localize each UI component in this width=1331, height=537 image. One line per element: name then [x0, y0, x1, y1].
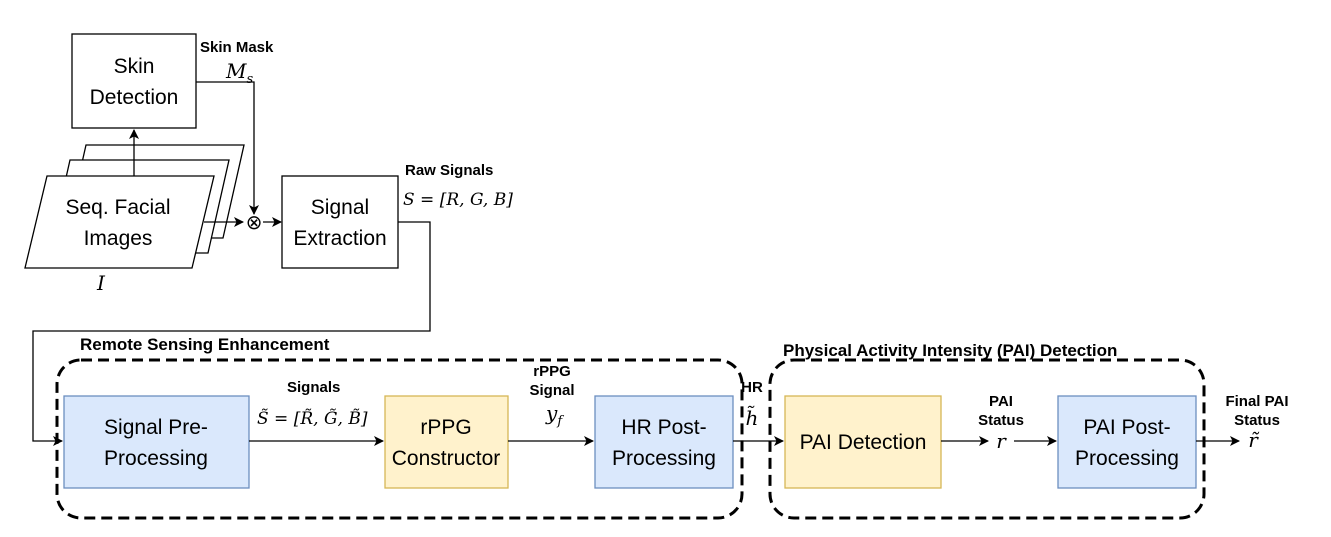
pai-status-line2: Status [978, 412, 1024, 429]
pai-status-symbol: r [996, 429, 1007, 453]
skin-detection-line2: Detection [90, 86, 179, 109]
skin-detection-box [71, 33, 197, 129]
rppg-signal-line1: rPPG [533, 363, 571, 380]
skin-mask-line [196, 81, 259, 215]
multiply-operator: ⊗ [246, 210, 263, 234]
final-pai-line2: Status [1234, 412, 1280, 429]
signal-extraction-box [281, 175, 399, 269]
signal-extraction-line2: Extraction [293, 227, 386, 250]
facial-images-line2: Images [84, 227, 153, 250]
signal-extraction-line1: Signal [311, 196, 369, 219]
pai-group [768, 358, 1206, 520]
preprocessing-line1: Signal Pre- [104, 416, 208, 439]
pai-status-line1: PAI [989, 393, 1013, 410]
signals-label: Signals [287, 379, 340, 396]
raw-signals-label: Raw Signals [405, 162, 493, 179]
pai-post-box [1057, 395, 1197, 489]
facial-images-symbol: I [96, 271, 106, 295]
final-pai-line1: Final PAI [1225, 393, 1288, 410]
rppg-constructor-line2: Constructor [392, 447, 501, 470]
signals-formula: S̃ = [R̃, G̃, B̃] [257, 409, 368, 429]
preprocessing-line2: Processing [104, 447, 208, 470]
final-pai-symbol: r̃ [1248, 428, 1260, 452]
pai-group-title: Physical Activity Intensity (PAI) Detect… [783, 341, 1117, 360]
extraction-to-preprocessing-line [32, 221, 431, 446]
skin-mask-label: Skin Mask [200, 39, 274, 56]
skin-detection-line1: Skin [114, 55, 155, 78]
image-frame-front [24, 175, 215, 269]
pai-detection-box [784, 395, 942, 489]
rppg-constructor-line1: rPPG [420, 416, 471, 439]
remote-sensing-title: Remote Sensing Enhancement [80, 335, 330, 354]
pai-post-line1: PAI Post- [1083, 416, 1170, 439]
raw-signals-formula: S = [R, G, B] [403, 190, 513, 210]
rppg-constructor-box [384, 395, 509, 489]
rppg-signal-symbol: yf [545, 401, 564, 429]
skin-mask-symbol: Ms [225, 59, 253, 87]
facial-images-line1: Seq. Facial [65, 196, 170, 219]
preprocessing-box [63, 395, 250, 489]
hr-post-box [594, 395, 734, 489]
hr-symbol: h̃ [746, 406, 759, 430]
hr-post-line1: HR Post- [621, 416, 706, 439]
hr-label: HR [741, 379, 763, 396]
pai-post-line2: Processing [1075, 447, 1179, 470]
rppg-signal-line2: Signal [529, 382, 574, 399]
pai-detection-label: PAI Detection [800, 431, 927, 454]
hr-post-line2: Processing [612, 447, 716, 470]
